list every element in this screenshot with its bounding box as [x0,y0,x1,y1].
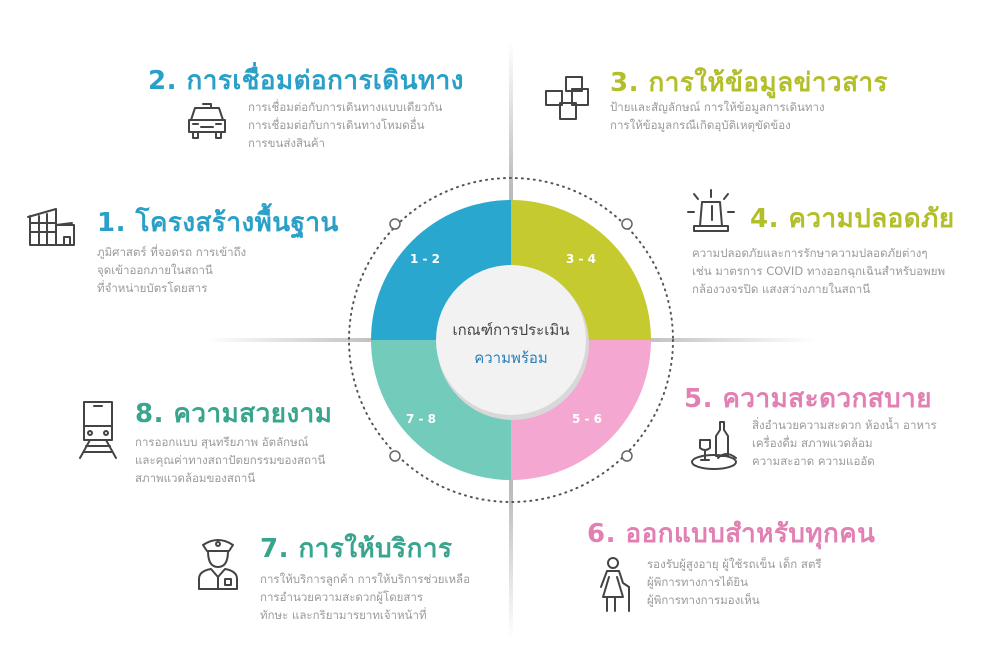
desc-line: ที่จำหน่ายบัตรโดยสาร [97,281,208,295]
range-label-3-4: 3 - 4 [566,252,597,266]
desc-line: จุดเข้าออกภายในสถานี [97,263,213,277]
item-2-title: 2. การเชื่อมต่อการเดินทาง [148,66,464,96]
staff-officer-icon [195,535,241,597]
desc-line: การให้ข้อมูลกรณีเกิดอุบัติเหตุขัดข้อง [610,118,791,132]
notes-icon [544,73,594,127]
item-5-desc: สิ่งอำนวยความสะดวก ห้องน้ำ อาหารเครื่องด… [752,416,937,470]
desc-line: การอำนวยความสะดวกผู้โดยสาร [260,590,424,604]
desc-line: ป้ายและสัญลักษณ์ การให้ข้อมูลการเดินทาง [610,100,825,114]
item-4-title: 4. ความปลอดภัย [750,204,955,234]
item-4-desc: ความปลอดภัยและการรักษาความปลอดภัยต่างๆเช… [692,244,945,298]
taxi-icon [185,100,229,148]
desc-line: ความสะอาด ความแออัด [752,454,875,468]
item-6-desc: รองรับผู้สูงอายุ ผู้ใช้รถเข็น เด็ก สตรีผ… [647,555,822,609]
readiness-wheel [348,177,674,503]
item-3-desc: ป้ายและสัญลักษณ์ การให้ข้อมูลการเดินทางก… [610,98,825,134]
train-icon [76,400,120,464]
desc-line: การออกแบบ สุนทรียภาพ อัตลักษณ์ [135,435,309,449]
desc-line: การให้บริการลูกค้า การให้บริการช่วยเหลือ [260,572,471,586]
desc-line: ทักษะ และกริยามารยาทเจ้าหน้าที่ [260,608,427,622]
item-7-desc: การให้บริการลูกค้า การให้บริการช่วยเหลือ… [260,570,470,624]
desc-line: ภูมิศาสตร์ ที่จอดรถ การเข้าถึง [97,245,247,259]
desc-line: การขนส่งสินค้า [248,136,325,150]
range-label-1-2: 1 - 2 [410,252,441,266]
building-icon [26,205,78,251]
item-8-title: 8. ความสวยงาม [135,399,333,429]
item-7-title: 7. การให้บริการ [260,534,453,564]
desc-line: การเชื่อมต่อกับการเดินทางแบบเดียวกัน [248,100,443,114]
item-5-title: 5. ความสะดวกสบาย [684,384,933,414]
desc-line: เช่น มาตรการ COVID ทางออกฉุกเฉินสำหรับอพ… [692,264,946,278]
desc-line: เครื่องดื่ม สภาพแวดล้อม [752,436,873,450]
desc-line: ผู้พิการทางการได้ยิน [647,575,749,589]
range-label-7-8: 7 - 8 [406,412,437,426]
desc-line: กล้องวงจรปิด แสงสว่างภายในสถานี [692,282,871,296]
desc-line: สิ่งอำนวยความสะดวก ห้องน้ำ อาหาร [752,418,937,432]
item-1-title: 1. โครงสร้างพื้นฐาน [97,208,339,238]
item-8-desc: การออกแบบ สุนทรียภาพ อัตลักษณ์และคุณค่าท… [135,433,325,487]
center-subtitle: ความพร้อม [474,349,548,367]
item-1-desc: ภูมิศาสตร์ ที่จอดรถ การเข้าถึงจุดเข้าออก… [97,243,246,297]
desc-line: การเชื่อมต่อกับการเดินทางโหมดอื่น [248,118,425,132]
desc-line: ความปลอดภัยและการรักษาความปลอดภัยต่างๆ [692,246,928,260]
range-label-5-6: 5 - 6 [572,412,603,426]
item-2-desc: การเชื่อมต่อกับการเดินทางแบบเดียวกันการเ… [248,98,442,152]
food-tray-icon [690,420,742,476]
center-title: เกณฑ์การประเมิน [452,321,570,339]
siren-icon [686,188,736,238]
item-3-title: 3. การให้ข้อมูลข่าวสาร [610,68,889,98]
item-6-title: 6. ออกแบบสำหรับทุกคน [587,519,876,549]
desc-line: สภาพแวดล้อมของสถานี [135,471,256,485]
elderly-person-icon [597,557,637,619]
desc-line: ผู้พิการทางการมองเห็น [647,593,760,607]
desc-line: รองรับผู้สูงอายุ ผู้ใช้รถเข็น เด็ก สตรี [647,557,822,571]
desc-line: และคุณค่าทางสถาปัตยกรรมของสถานี [135,453,326,467]
